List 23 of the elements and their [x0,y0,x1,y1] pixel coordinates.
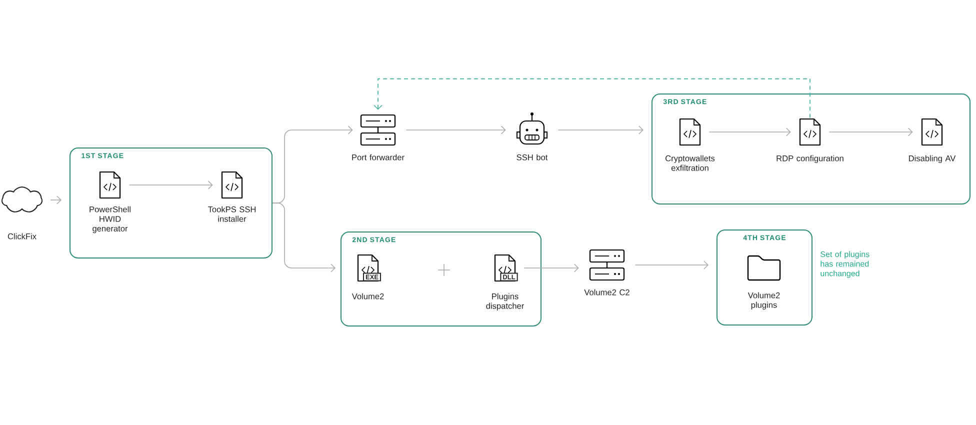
arrow [708,128,791,136]
node-label: TookPS SSH installer [208,206,256,222]
node-label: RDP configuration [776,155,844,163]
node-label: Volume2 plugins [748,292,780,310]
arrow [558,126,644,134]
arrow [272,202,336,272]
arrow [828,128,913,136]
arrow [524,264,579,272]
arrow [50,196,62,204]
node-label: PowerShell HWID generator [90,206,130,234]
node-label: Plugins dispatcher [486,293,524,311]
arrow [374,78,810,118]
arrow [634,260,708,270]
node-label: ClickFix [8,233,36,240]
node-label: Disabling AV [909,155,956,163]
arrow [406,126,506,134]
node-label: Port forwarder [352,154,404,160]
arrow [128,180,213,190]
node-label: Volume2 C2 [584,289,630,296]
node-label: SSH bot [516,154,548,160]
node-label: Cryptowallets exfiltration [666,155,715,171]
node-label: Volume2 [352,293,384,300]
note-text: Set of plugins has remained unchanged [820,251,870,278]
